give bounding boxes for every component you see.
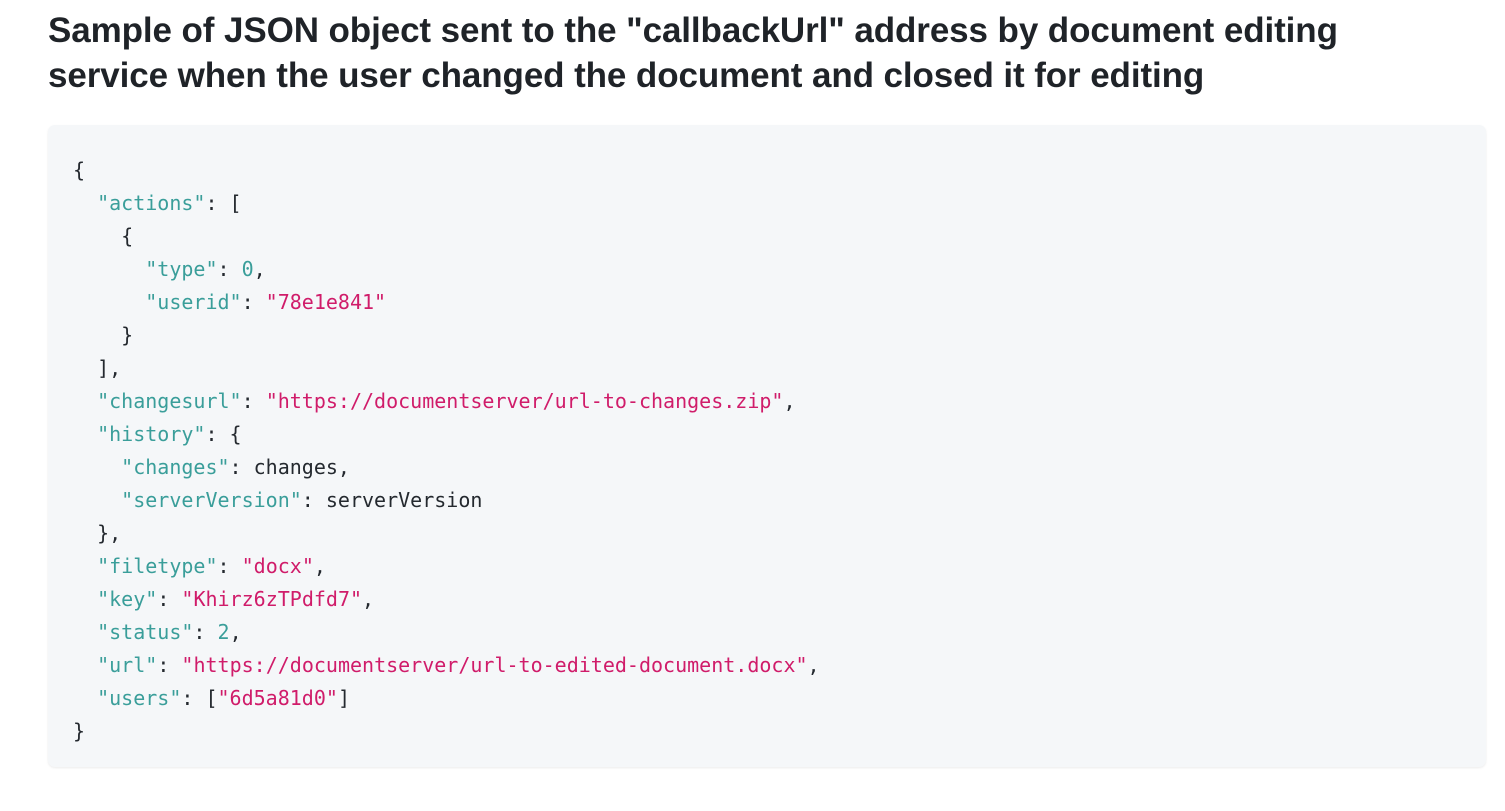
punctuation: :	[217, 554, 242, 578]
json-key: "type"	[145, 257, 218, 281]
punctuation: ]	[337, 686, 350, 710]
indent	[73, 521, 97, 545]
punctuation: ,	[253, 257, 266, 281]
code-line: "userid": "78e1e841"	[73, 286, 820, 319]
code-line: "filetype": "docx",	[73, 550, 820, 583]
indent	[73, 323, 121, 347]
code-line: "url": "https://documentserver/url-to-ed…	[73, 649, 820, 682]
code-line: "type": 0,	[73, 253, 820, 286]
code-line: "status": 2,	[73, 616, 820, 649]
json-string: "78e1e841"	[265, 290, 387, 314]
punctuation: :	[241, 290, 266, 314]
json-key: "filetype"	[97, 554, 218, 578]
page-title: Sample of JSON object sent to the "callb…	[48, 8, 1448, 98]
punctuation: },	[97, 521, 122, 545]
code-line: }	[73, 715, 820, 748]
json-number: 0	[241, 257, 254, 281]
indent	[73, 389, 97, 413]
json-string: "https://documentserver/url-to-changes.z…	[265, 389, 784, 413]
code-block[interactable]: { "actions": [ { "type": 0, "userid": "7…	[48, 125, 1486, 767]
indent	[73, 554, 97, 578]
punctuation: ,	[783, 389, 796, 413]
indent	[73, 686, 97, 710]
punctuation: }	[121, 323, 134, 347]
json-key: "key"	[97, 587, 158, 611]
punctuation: ],	[97, 356, 122, 380]
code-line: "changesurl": "https://documentserver/ur…	[73, 385, 820, 418]
punctuation: : changes,	[229, 455, 350, 479]
json-key: "history"	[97, 422, 206, 446]
punctuation: :	[157, 653, 182, 677]
punctuation: :	[157, 587, 182, 611]
json-string: "6d5a81d0"	[217, 686, 338, 710]
code-line: "users": ["6d5a81d0"]	[73, 682, 820, 715]
code-line: ],	[73, 352, 820, 385]
punctuation: : {	[205, 422, 242, 446]
punctuation: : [	[181, 686, 218, 710]
close-brace: }	[73, 719, 86, 743]
json-string: "https://documentserver/url-to-edited-do…	[181, 653, 808, 677]
code-line: "serverVersion": serverVersion	[73, 484, 820, 517]
code-line: "actions": [	[73, 187, 820, 220]
json-key: "users"	[97, 686, 182, 710]
code-line: "key": "Khirz6zTPdfd7",	[73, 583, 820, 616]
indent	[73, 653, 97, 677]
page-title-line-1: Sample of JSON object sent to the "callb…	[48, 11, 1338, 50]
punctuation: :	[241, 389, 266, 413]
json-string: "Khirz6zTPdfd7"	[181, 587, 363, 611]
indent	[73, 422, 97, 446]
json-key: "url"	[97, 653, 158, 677]
punctuation: {	[121, 224, 134, 248]
punctuation: : [	[205, 191, 242, 215]
code-line: {	[73, 154, 820, 187]
json-key: "changes"	[121, 455, 230, 479]
punctuation: ,	[807, 653, 820, 677]
punctuation: : serverVersion	[301, 488, 483, 512]
code-line: "history": {	[73, 418, 820, 451]
code-line: }	[73, 319, 820, 352]
json-code[interactable]: { "actions": [ { "type": 0, "userid": "7…	[73, 154, 820, 748]
json-key: "status"	[97, 620, 194, 644]
code-line: },	[73, 517, 820, 550]
code-line: "changes": changes,	[73, 451, 820, 484]
json-string: "docx"	[241, 554, 314, 578]
indent	[73, 224, 121, 248]
code-line: {	[73, 220, 820, 253]
indent	[73, 587, 97, 611]
punctuation: ,	[229, 620, 242, 644]
punctuation: :	[193, 620, 218, 644]
indent	[73, 191, 97, 215]
json-key: "userid"	[145, 290, 242, 314]
json-key: "changesurl"	[97, 389, 242, 413]
punctuation: ,	[313, 554, 326, 578]
indent	[73, 455, 121, 479]
indent	[73, 257, 145, 281]
json-number: 2	[217, 620, 230, 644]
json-key: "actions"	[97, 191, 206, 215]
indent	[73, 290, 145, 314]
indent	[73, 488, 121, 512]
open-brace: {	[73, 158, 86, 182]
json-key: "serverVersion"	[121, 488, 302, 512]
punctuation: :	[217, 257, 242, 281]
punctuation: ,	[362, 587, 375, 611]
page-title-line-2: service when the user changed the docume…	[48, 56, 1205, 95]
indent	[73, 620, 97, 644]
indent	[73, 356, 97, 380]
